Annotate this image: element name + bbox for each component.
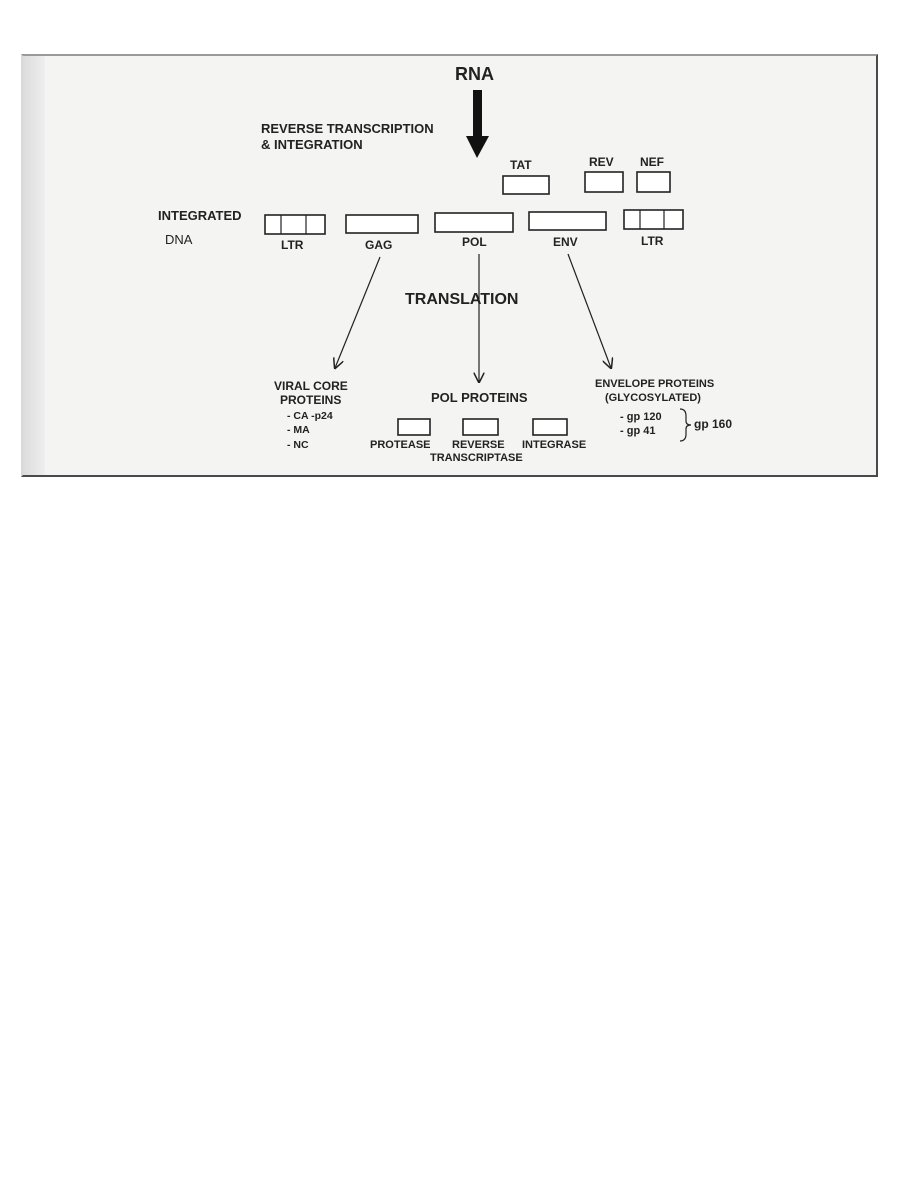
viral-core-item-ma: - MA (287, 424, 310, 436)
protease-label: PROTEASE (370, 439, 431, 451)
gag-label: GAG (365, 238, 392, 252)
ltr-right-label: LTR (641, 234, 664, 248)
ltr-left-label: LTR (281, 238, 304, 252)
envelope-brace (679, 408, 692, 442)
envelope-title-2: (GLYCOSYLATED) (605, 392, 701, 404)
nef-label: NEF (640, 155, 664, 169)
viral-core-item-nc: - NC (287, 439, 309, 451)
envelope-title-1: ENVELOPE PROTEINS (595, 378, 714, 390)
gag-to-core-arrow (335, 256, 381, 368)
pol-box (434, 212, 514, 233)
envelope-item-gp120: - gp 120 (620, 411, 662, 423)
rev-box (584, 171, 624, 193)
transcriptase-label: TRANSCRIPTASE (430, 452, 523, 464)
env-label: ENV (553, 235, 578, 249)
tat-box (502, 175, 550, 195)
viral-core-title-1: VIRAL CORE (274, 379, 348, 393)
env-box (528, 211, 607, 231)
pol-label: POL (462, 235, 487, 249)
tat-label: TAT (510, 158, 532, 172)
ltr-right-box (623, 209, 684, 230)
figure-frame (21, 54, 878, 477)
ltr-left-box (264, 214, 326, 235)
dna-label: DNA (165, 232, 193, 247)
env-to-envelope-arrow (567, 253, 611, 368)
reverse-transcription-label-1: REVERSE TRANSCRIPTION (261, 121, 434, 136)
gag-box (345, 214, 419, 234)
integrated-label: INTEGRATED (158, 208, 242, 223)
rna-label: RNA (455, 64, 494, 84)
reverse-label: REVERSE (452, 439, 505, 451)
pol-proteins-title: POL PROTEINS (431, 390, 528, 405)
viral-core-item-ca: - CA -p24 (287, 410, 333, 422)
viral-core-title-2: PROTEINS (280, 393, 341, 407)
rna-arrow-shaft (473, 90, 482, 138)
integrase-box (532, 418, 568, 436)
envelope-combined-label: gp 160 (694, 417, 732, 431)
reverse-transcriptase-box (462, 418, 499, 436)
rna-arrow-head (466, 136, 489, 158)
nef-box (636, 171, 671, 193)
reverse-transcription-label-2: & INTEGRATION (261, 137, 363, 152)
protease-box (397, 418, 431, 436)
rev-label: REV (589, 155, 614, 169)
translation-label: TRANSLATION (405, 291, 518, 308)
figure-edge-shade (23, 56, 45, 475)
envelope-item-gp41: - gp 41 (620, 425, 655, 437)
integrase-label: INTEGRASE (522, 439, 586, 451)
